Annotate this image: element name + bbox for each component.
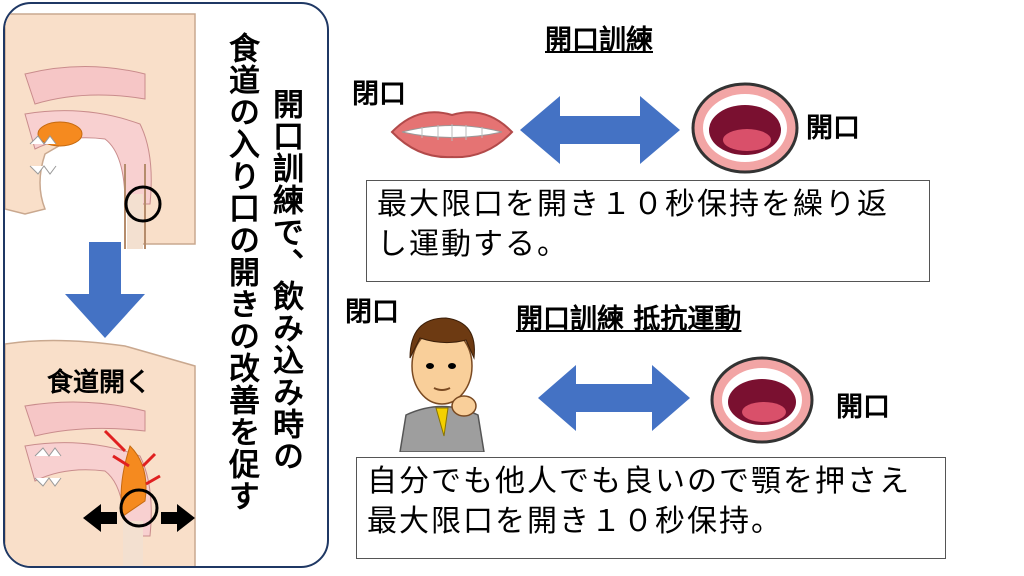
section2-title: 開口訓練 抵抗運動 (516, 304, 742, 335)
vertical-text-2: 食道の入り口の開きの改善を促す (223, 32, 259, 512)
open-mouth-icon-2 (710, 356, 814, 444)
vertical-text-1: 開口訓練で、飲み込み時の (267, 88, 303, 472)
esophagus-circle-top (124, 185, 162, 223)
section1-open-label: 開口 (806, 113, 860, 144)
section2-open-label: 開口 (836, 392, 890, 423)
throat-closed-illustration (5, 13, 196, 249)
esophagus-circle-bottom (119, 488, 159, 528)
double-arrow-icon-1 (520, 96, 680, 164)
double-arrow-icon-2 (538, 365, 690, 431)
left-arrow-icon (83, 504, 117, 532)
thinking-man-illustration (399, 317, 485, 452)
section1-closed-label: 閉口 (352, 79, 406, 110)
right-arrow-icon (161, 504, 195, 532)
throat-open-illustration (5, 339, 196, 566)
down-arrow-icon (65, 242, 145, 338)
section2-description: 自分でも他人でも良いので顎を押さえ最大限口を開き１０秒保持。 (356, 457, 946, 559)
closed-mouth-icon (390, 111, 514, 159)
section2-closed-label: 閉口 (345, 297, 399, 328)
esophagus-open-label: 食道開く (47, 368, 152, 398)
open-mouth-icon-1 (691, 82, 799, 174)
section1-title: 開口訓練 (545, 25, 653, 56)
section1-description: 最大限口を開き１０秒保持を繰り返し運動する。 (366, 180, 930, 282)
left-panel: 食道開く 開口訓練で、飲み込み時の 食道の入り口の開きの改善を促す (3, 2, 329, 568)
